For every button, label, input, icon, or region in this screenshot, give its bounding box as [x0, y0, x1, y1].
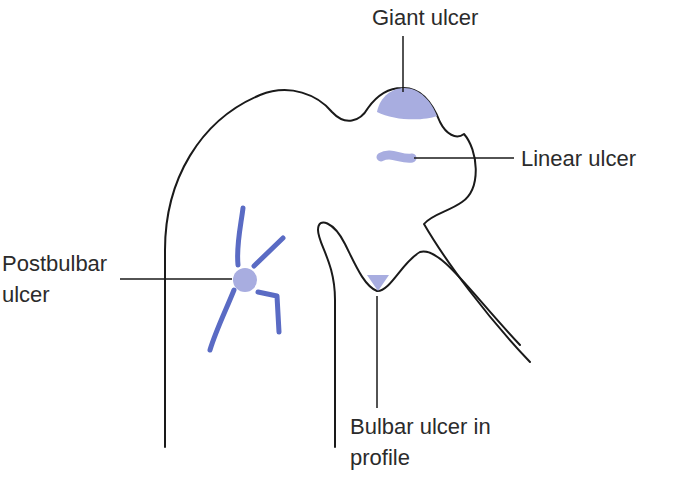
callout-label: Postbulbar ulcer: [2, 248, 114, 310]
callout-label: Bulbar ulcer in profile: [350, 411, 540, 473]
callout-label: Giant ulcer: [372, 2, 552, 33]
profile-ulcer-niche: [367, 275, 389, 291]
giant-ulcer-crater: [377, 88, 437, 119]
bulb-inner-wall: [318, 222, 520, 447]
leader-line: [120, 278, 232, 280]
callout-label: Linear ulcer: [521, 143, 681, 174]
mucosal-fold: [254, 238, 283, 266]
leader-line: [376, 296, 378, 408]
mucosal-fold: [258, 292, 279, 332]
linear-ulcer: [381, 155, 412, 158]
bulb-outer-wall: [165, 88, 530, 447]
leader-line: [414, 157, 514, 159]
leader-line: [402, 36, 404, 92]
mucosal-fold: [210, 290, 234, 350]
postbulbar-ulcer: [233, 268, 257, 292]
mucosal-fold: [238, 208, 243, 265]
